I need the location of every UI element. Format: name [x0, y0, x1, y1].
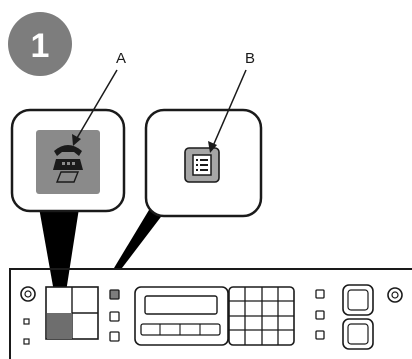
panel-button-5 [316, 311, 324, 319]
step-number: 1 [31, 27, 50, 65]
callout-a-box [12, 110, 124, 211]
numeric-keypad [229, 287, 294, 345]
indicator-1 [24, 319, 29, 324]
operation-panel [10, 269, 412, 359]
menu-list-icon [193, 155, 211, 175]
menu-button [110, 290, 119, 299]
panel-button-2 [110, 312, 119, 321]
start-button-top [343, 285, 373, 315]
callout-b-box [146, 110, 261, 216]
panel-button-3 [110, 332, 119, 341]
start-button-bottom [343, 319, 373, 349]
panel-button-4 [316, 290, 324, 298]
indicator-2 [24, 339, 29, 344]
zoom-wedge-a [38, 202, 80, 292]
lcd-screen [145, 296, 217, 314]
lcd-area [135, 287, 228, 345]
fax-mode-button [47, 313, 72, 339]
panel-button-6 [316, 331, 324, 339]
callout-label-b: B [245, 50, 255, 67]
mode-button-block [46, 287, 98, 339]
callout-label-a: A [116, 50, 126, 67]
step-badge: 1 [8, 12, 72, 76]
